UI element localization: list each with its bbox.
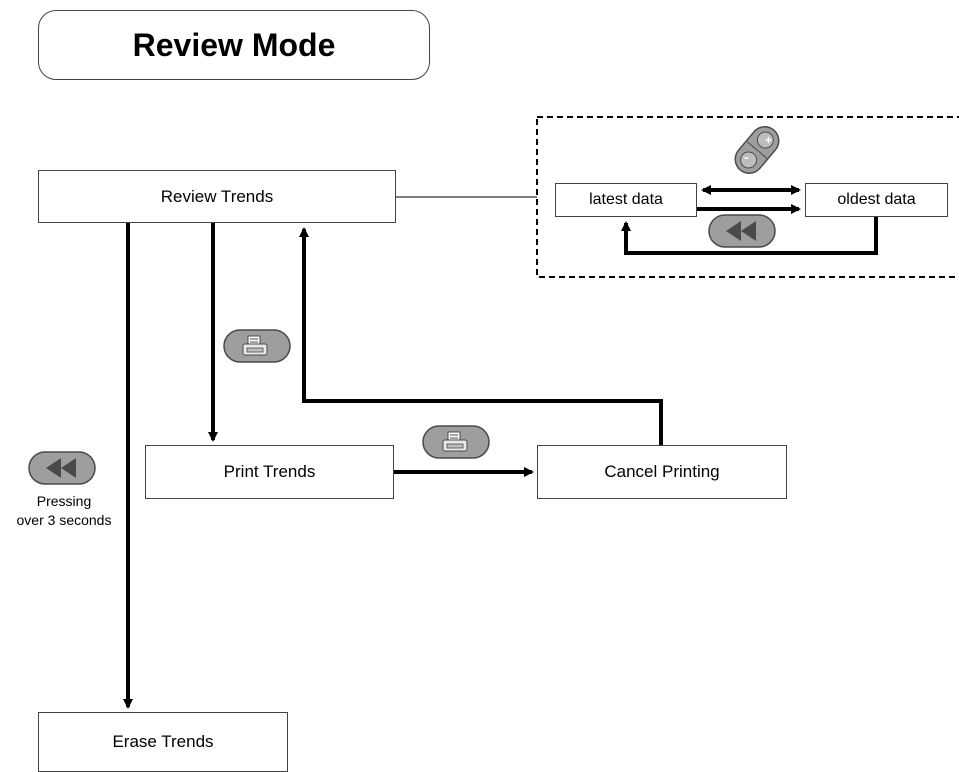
node-label: Erase Trends bbox=[112, 732, 214, 751]
title-box: Review Mode bbox=[38, 10, 430, 80]
node-cancel-printing: Cancel Printing bbox=[537, 445, 787, 499]
node-label: oldest data bbox=[837, 191, 916, 208]
node-oldest-data: oldest data bbox=[805, 183, 948, 217]
node-label: Print Trends bbox=[223, 462, 316, 481]
printer-icon bbox=[422, 425, 490, 459]
rewind-icon bbox=[28, 451, 96, 485]
node-print-trends: Print Trends bbox=[145, 445, 394, 499]
arrow-cancel-to-review bbox=[299, 227, 663, 445]
page-title: Review Mode bbox=[132, 26, 336, 63]
rewind-icon bbox=[708, 214, 776, 248]
svg-text:+: + bbox=[765, 133, 772, 147]
caption-line: over 3 seconds bbox=[16, 512, 112, 528]
node-label: Cancel Printing bbox=[604, 462, 720, 481]
erase-caption: Pressing over 3 seconds bbox=[4, 492, 124, 530]
dashed-group-border bbox=[536, 116, 959, 278]
node-label: Review Trends bbox=[160, 186, 274, 206]
plus-minus-rocker-icon: + - bbox=[734, 126, 780, 174]
node-latest-data: latest data bbox=[555, 183, 697, 217]
node-erase-trends: Erase Trends bbox=[38, 712, 288, 772]
printer-icon bbox=[223, 329, 291, 363]
node-review-trends: Review Trends bbox=[38, 170, 396, 223]
svg-text:-: - bbox=[744, 149, 749, 165]
arrow-oldest-to-latest bbox=[621, 217, 878, 255]
caption-line: Pressing bbox=[36, 493, 92, 509]
node-label: latest data bbox=[589, 191, 663, 208]
